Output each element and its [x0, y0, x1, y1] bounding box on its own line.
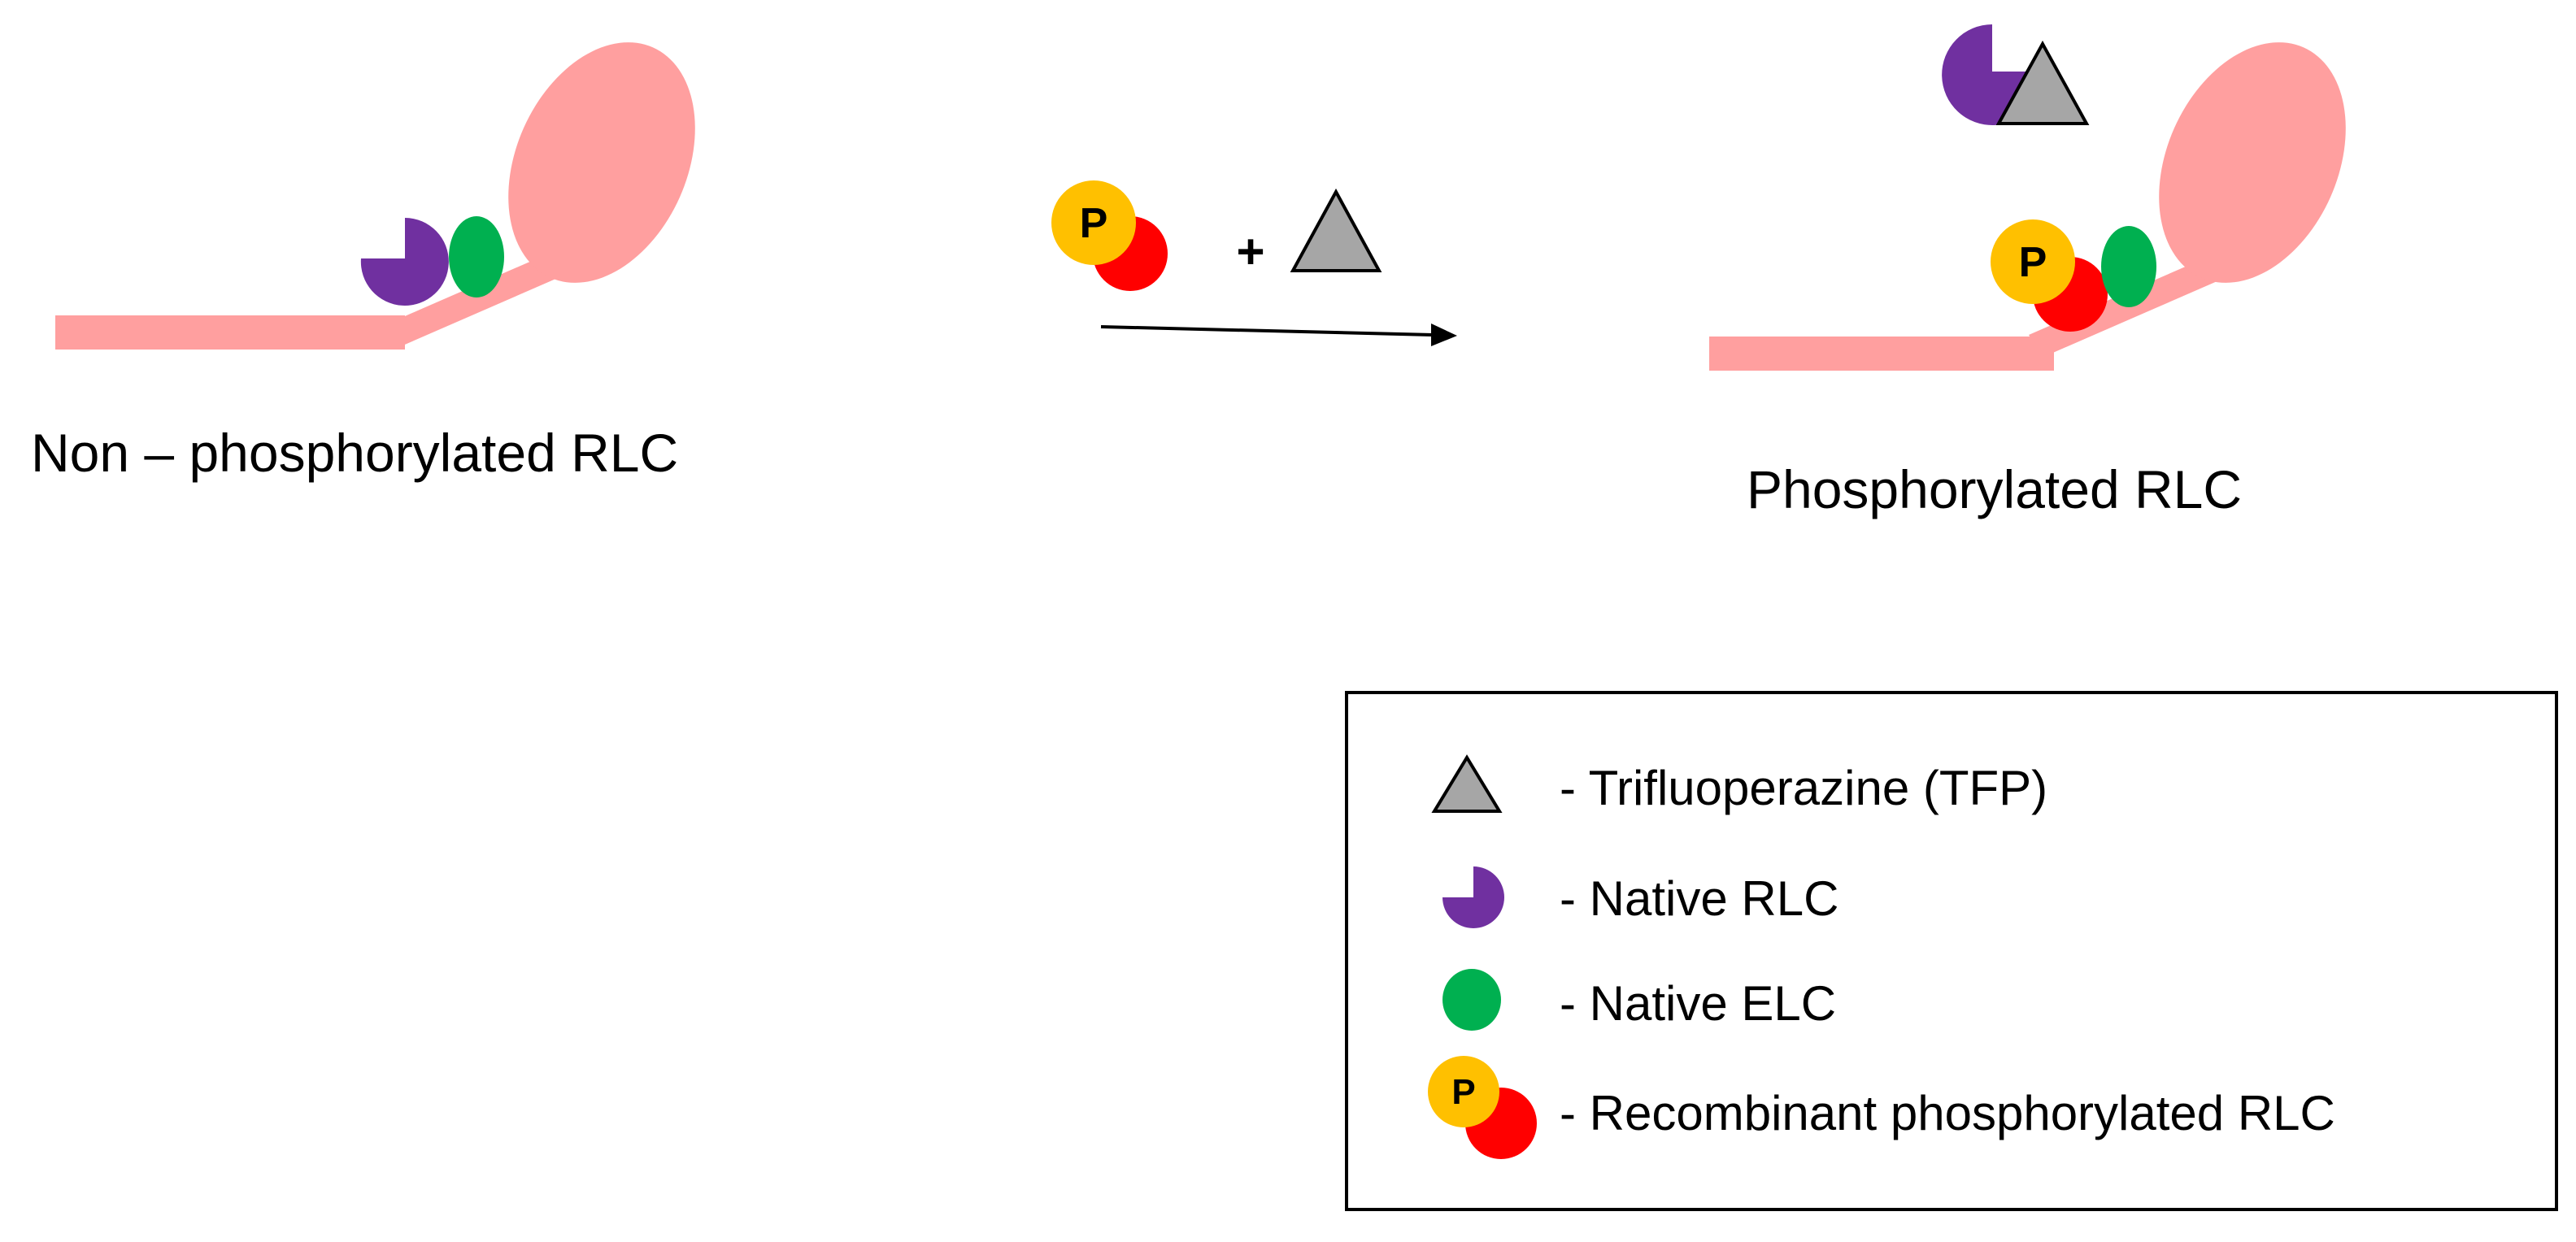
native-elc-shape [449, 216, 504, 297]
legend-label-tfp: - Trifluoperazine (TFP) [1560, 761, 2047, 815]
tfp-triangle [1290, 188, 1382, 272]
phospho-rlc-reagent: P [1051, 180, 1168, 291]
phospho-letter: P [1080, 200, 1108, 247]
phospho-rlc-legend-icon: P [1428, 1056, 1537, 1159]
legend-item-native-elc: - Native ELC [1442, 969, 1836, 1031]
legend-item-tfp: - Trifluoperazine (TFP) [1431, 754, 2047, 815]
phospho-rlc-bound: P [1991, 219, 2108, 332]
reaction-reagents: P + [1051, 180, 1382, 291]
released-complex [1942, 24, 2090, 125]
legend-box [1345, 691, 2558, 1211]
legend-item-phospho-rlc: P - Recombinant phosphorylated RLC [1428, 1056, 2335, 1159]
legend-label-native-elc: - Native ELC [1560, 976, 1836, 1031]
right-state-label: Phosphorylated RLC [1747, 459, 2242, 519]
legend-label-phospho-rlc: - Recombinant phosphorylated RLC [1560, 1086, 2335, 1140]
legend-item-native-rlc: - Native RLC [1442, 866, 1838, 928]
left-state-label: Non – phosphorylated RLC [31, 423, 678, 483]
native-rlc-shape [360, 218, 449, 306]
native-elc-shape [2101, 226, 2156, 307]
non-phosphorylated-myosin [55, 42, 695, 350]
reaction-arrow [1100, 324, 1457, 346]
phospho-letter: P [2019, 239, 2047, 286]
tfp-legend-icon [1431, 754, 1503, 813]
tfp-triangle [1995, 40, 2090, 125]
phosphorylated-myosin: P [1709, 42, 2346, 371]
legend-label-native-rlc: - Native RLC [1560, 871, 1838, 926]
plus-sign: + [1236, 224, 1264, 279]
phospho-letter: P [1451, 1072, 1475, 1112]
native-rlc-legend-icon [1442, 866, 1504, 928]
legend: - Trifluoperazine (TFP) - Native RLC - N… [1345, 691, 2558, 1211]
myosin-shape [55, 42, 695, 350]
native-elc-legend-icon [1442, 969, 1501, 1031]
